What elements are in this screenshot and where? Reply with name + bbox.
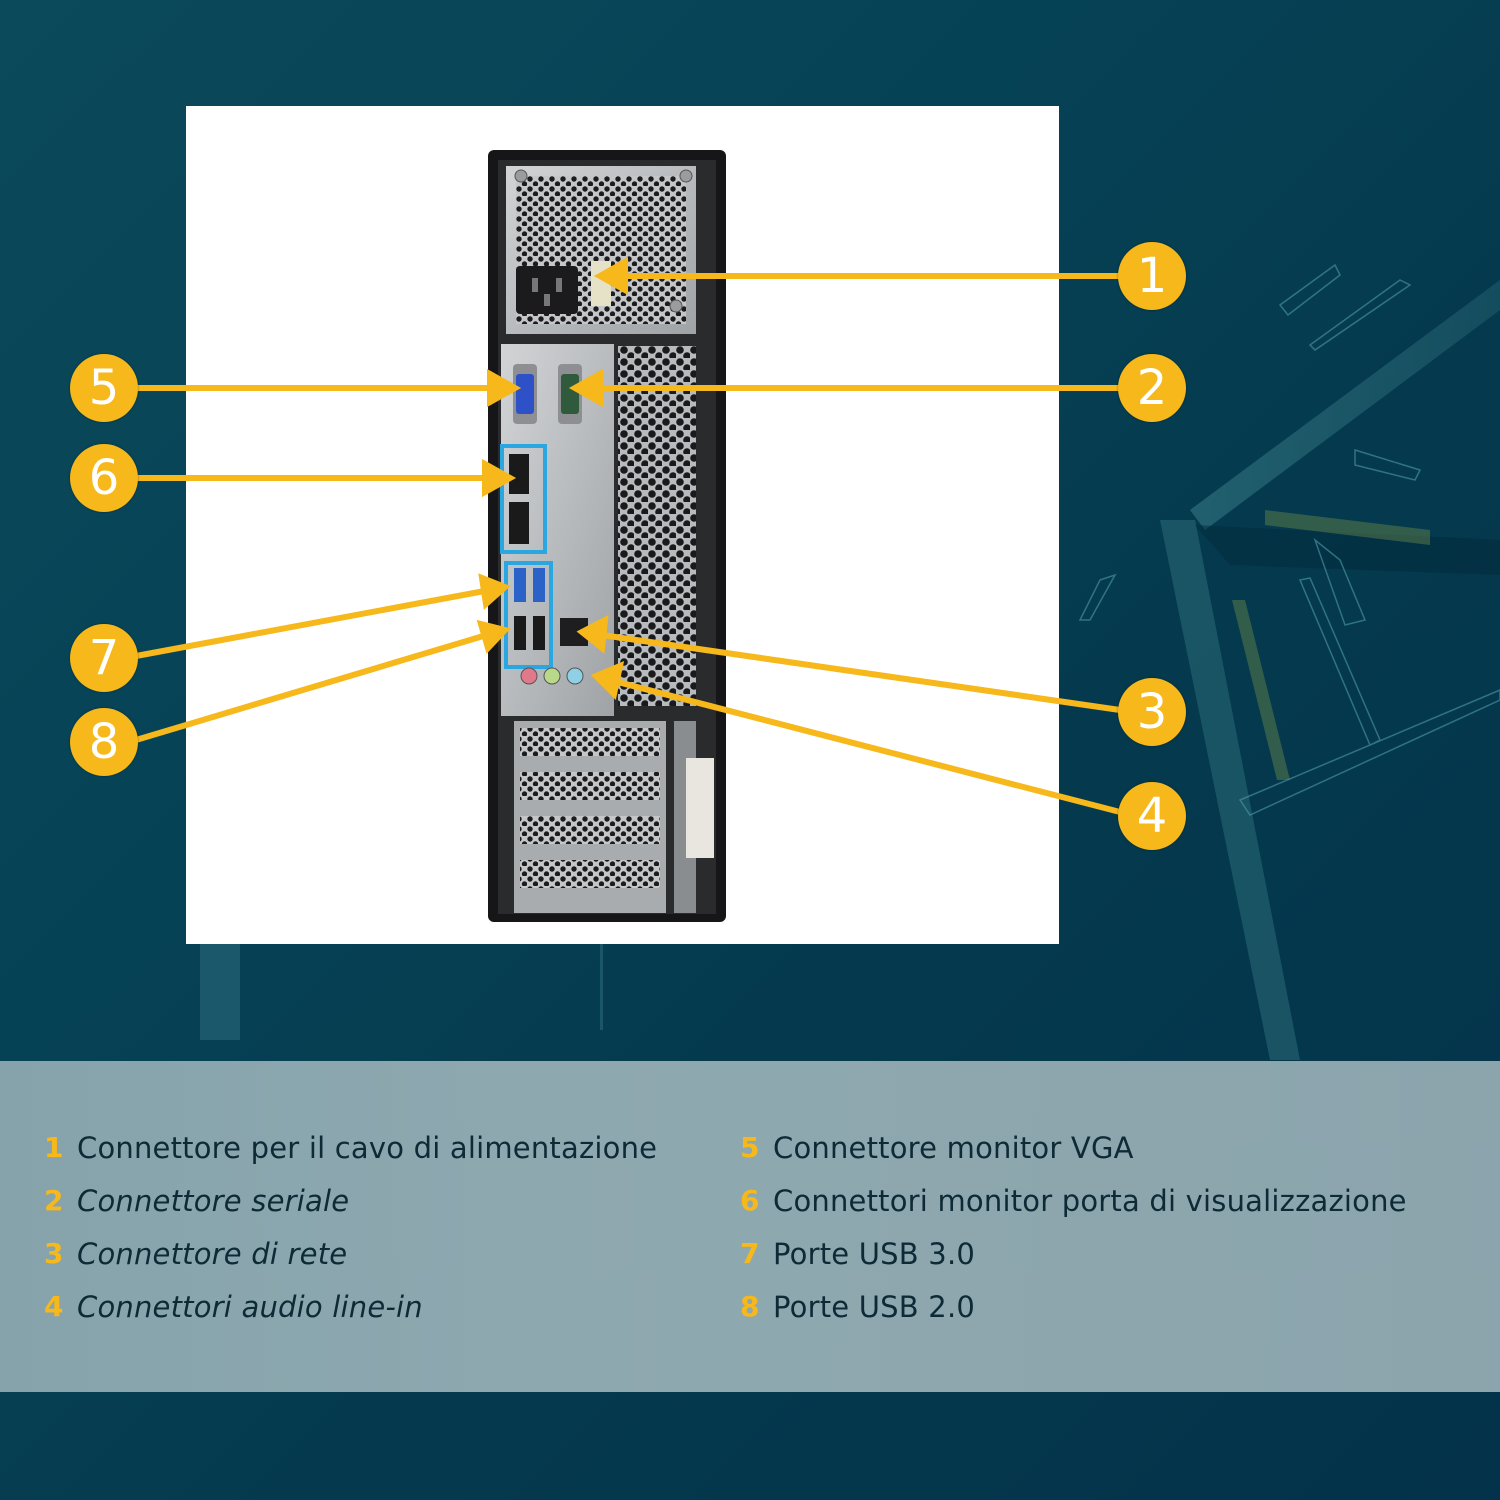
arrow-3 xyxy=(594,631,1121,713)
legend-label: Connettore di rete xyxy=(77,1236,348,1271)
callout-badge-4: 4 xyxy=(1118,782,1186,850)
callout-badge-1: 1 xyxy=(1118,242,1186,310)
vga-connector xyxy=(513,364,537,424)
legend-number: 2 xyxy=(44,1184,64,1217)
legend-label: Connettore monitor VGA xyxy=(773,1130,1134,1165)
legend-band xyxy=(0,1061,1500,1392)
callout-badge-8: 8 xyxy=(70,708,138,776)
callout-badge-6: 6 xyxy=(70,444,138,512)
legend-number: 4 xyxy=(44,1290,64,1323)
legend-right-column: 5 Connettore monitor VGA 6 Connettori mo… xyxy=(740,1121,1407,1333)
pc-back-panel-illustration xyxy=(488,150,726,922)
arrow-4 xyxy=(609,677,1121,815)
usb2-port-1 xyxy=(514,616,526,650)
legend-item: 2 Connettore seriale xyxy=(44,1174,657,1227)
legend-label: Connettore per il cavo di alimentazione xyxy=(77,1130,658,1165)
callout-badge-5: 5 xyxy=(70,354,138,422)
audio-out xyxy=(543,667,561,685)
legend-item: 6 Connettori monitor porta di visualizza… xyxy=(740,1174,1407,1227)
legend-label: Porte USB 3.0 xyxy=(773,1236,976,1271)
usb3-port-2 xyxy=(533,568,545,602)
legend-item: 7 Porte USB 3.0 xyxy=(740,1227,1407,1280)
power-supply xyxy=(506,166,696,334)
displayport-highlight xyxy=(500,444,547,554)
arrow-8 xyxy=(135,631,491,743)
legend-number: 5 xyxy=(740,1131,760,1164)
arrow-7 xyxy=(135,587,491,659)
legend-item: 4 Connettori audio line-in xyxy=(44,1280,657,1333)
legend-item: 5 Connettore monitor VGA xyxy=(740,1121,1407,1174)
audio-mic xyxy=(520,667,538,685)
usb2-port-2 xyxy=(533,616,545,650)
expansion-slots xyxy=(514,721,714,913)
legend-number: 6 xyxy=(740,1184,760,1217)
legend-item: 1 Connettore per il cavo di alimentazion… xyxy=(44,1121,657,1174)
callout-badge-7: 7 xyxy=(70,624,138,692)
legend-number: 1 xyxy=(44,1131,64,1164)
legend-label: Porte USB 2.0 xyxy=(773,1289,976,1324)
legend-label: Connettori monitor porta di visualizzazi… xyxy=(773,1183,1407,1218)
audio-line-in xyxy=(566,667,584,685)
power-connector xyxy=(516,266,578,314)
displayport-2 xyxy=(509,502,529,544)
legend-item: 8 Porte USB 2.0 xyxy=(740,1280,1407,1333)
barcode-label xyxy=(686,758,714,858)
legend-label: Connettori audio line-in xyxy=(77,1289,423,1324)
legend-label: Connettore seriale xyxy=(77,1183,350,1218)
legend-number: 8 xyxy=(740,1290,760,1323)
legend-item: 3 Connettore di rete xyxy=(44,1227,657,1280)
serial-connector xyxy=(558,364,582,424)
callout-badge-2: 2 xyxy=(1118,354,1186,422)
legend-left-column: 1 Connettore per il cavo di alimentazion… xyxy=(44,1121,657,1333)
callout-badge-3: 3 xyxy=(1118,678,1186,746)
usb-highlight xyxy=(504,561,553,669)
displayport-1 xyxy=(509,454,529,494)
legend-number: 3 xyxy=(44,1237,64,1270)
usb3-port-1 xyxy=(514,568,526,602)
product-photo-panel xyxy=(186,106,1059,944)
legend-number: 7 xyxy=(740,1237,760,1270)
